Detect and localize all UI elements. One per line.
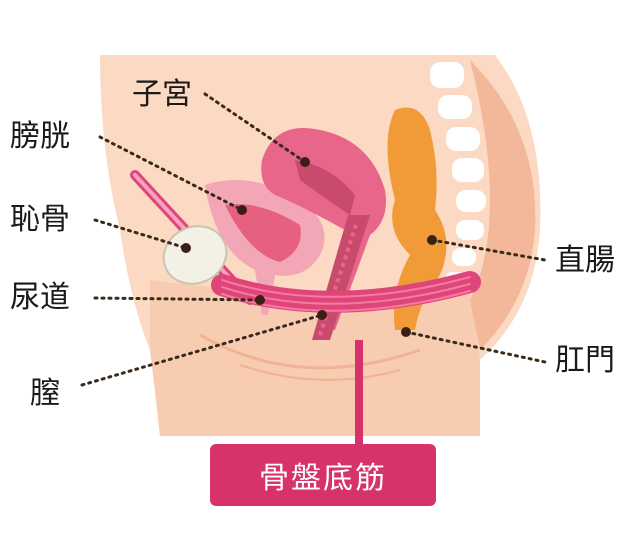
uterus <box>261 128 386 330</box>
label-bladder: 膀胱 <box>10 119 70 154</box>
leader-lines <box>80 92 547 387</box>
label-vagina: 膣 <box>30 376 60 411</box>
label-rectum: 直腸 <box>555 243 615 278</box>
dot-uterus <box>300 157 310 167</box>
pelvic-floor-muscle <box>211 271 481 313</box>
dot-urethra <box>255 295 265 305</box>
label-uterus: 子宮 <box>132 77 192 112</box>
rectum <box>387 107 447 330</box>
uterus-inner <box>295 160 355 215</box>
dot-vagina <box>317 310 327 320</box>
thigh-crease <box>199 333 421 370</box>
title-connector <box>355 340 363 448</box>
spine <box>430 62 486 286</box>
bladder-inner <box>225 204 301 262</box>
dot-bladder <box>237 205 247 215</box>
leader-dots <box>181 157 437 337</box>
label-urethra: 尿道 <box>10 280 70 315</box>
dot-pubic-bone <box>181 243 191 253</box>
back-shading <box>470 60 536 350</box>
label-pubic-bone: 恥骨 <box>10 202 70 237</box>
label-anus: 肛門 <box>555 343 615 378</box>
pubic-bone <box>162 225 228 285</box>
thigh-crease-2 <box>239 364 401 381</box>
dot-anus <box>401 327 411 337</box>
pelvic-floor-title: 骨盤底筋 <box>210 444 436 506</box>
dot-rectum <box>427 235 437 245</box>
